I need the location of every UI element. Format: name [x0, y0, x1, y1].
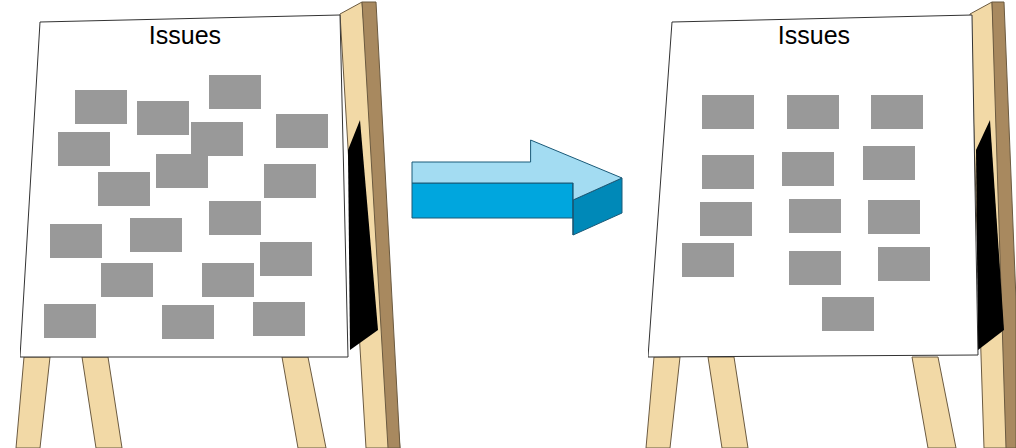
- sticky-note: [162, 305, 214, 339]
- sticky-note: [863, 146, 915, 180]
- sticky-note: [191, 122, 243, 156]
- easel-leg: [282, 357, 326, 448]
- arrow-face: [412, 140, 622, 200]
- sticky-note: [702, 95, 754, 129]
- board-title: Issues: [20, 20, 350, 50]
- sticky-note: [50, 224, 102, 258]
- block-arrow: [412, 140, 622, 235]
- sticky-note: [878, 247, 930, 281]
- sticky-note: [209, 201, 261, 235]
- sticky-note: [789, 199, 841, 233]
- sticky-note: [253, 302, 305, 336]
- board-surface: [648, 15, 978, 357]
- sticky-note: [782, 152, 834, 186]
- sticky-note: [58, 132, 110, 166]
- easel-leg: [16, 357, 50, 448]
- easel-shadow: [976, 120, 1004, 350]
- sticky-note: [276, 114, 328, 148]
- sticky-note: [101, 263, 153, 297]
- sticky-note: [130, 218, 182, 252]
- sticky-note: [700, 202, 752, 236]
- easel-leg: [82, 357, 122, 448]
- easel-leg: [708, 357, 748, 448]
- sticky-note: [98, 172, 150, 206]
- arrow-face: [412, 183, 573, 218]
- sticky-note: [871, 95, 923, 129]
- sticky-note: [156, 154, 208, 188]
- sticky-note: [260, 242, 312, 276]
- board-title: Issues: [648, 20, 980, 50]
- board-surface: [20, 15, 348, 357]
- easel-leg: [646, 357, 680, 448]
- sticky-note: [44, 304, 96, 338]
- sticky-note: [702, 155, 754, 189]
- sticky-note: [137, 101, 189, 135]
- easel-shadow: [348, 120, 378, 350]
- easel-back-leg: [340, 2, 400, 448]
- sticky-note: [264, 164, 316, 198]
- easel-leg: [912, 357, 956, 448]
- sticky-note: [787, 95, 839, 129]
- sticky-note: [209, 75, 261, 109]
- sticky-note: [868, 200, 920, 234]
- sticky-note: [822, 297, 874, 331]
- easel-back-leg: [970, 2, 1016, 448]
- sticky-note: [202, 263, 254, 297]
- sticky-note: [682, 243, 734, 277]
- sticky-note: [789, 251, 841, 285]
- sticky-note: [75, 90, 127, 124]
